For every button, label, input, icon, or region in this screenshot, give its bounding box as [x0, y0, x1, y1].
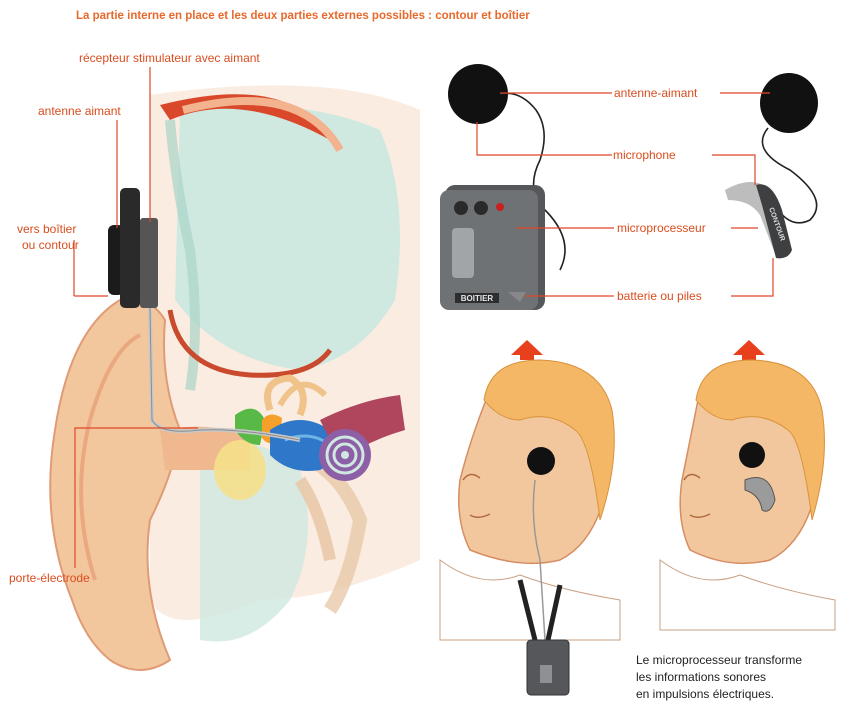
up-arrow-left: [511, 340, 543, 355]
label-ou-contour: ou contour: [22, 238, 79, 253]
boitier-device: BOITIER: [440, 185, 545, 310]
label-antenne-aimant: antenne aimant: [38, 104, 121, 119]
label-antenne-aimant-right: antenne-aimant: [614, 86, 697, 101]
receiver-stimulator: [140, 218, 158, 308]
head-cross-section: [50, 85, 420, 670]
caption-line-1: Le microprocesseur transforme: [636, 652, 802, 669]
caption: Le microprocesseur transforme les inform…: [636, 652, 802, 703]
label-microphone: microphone: [613, 148, 676, 163]
outer-ear: [50, 299, 180, 670]
label-recepteur-stimulateur: récepteur stimulateur avec aimant: [79, 51, 260, 66]
label-batterie-ou-piles: batterie ou piles: [617, 289, 702, 304]
boitier-brand-text: BOITIER: [461, 294, 494, 303]
caption-line-2: les informations sonores: [636, 669, 802, 686]
label-vers-boitier: vers boîtier: [17, 222, 76, 237]
up-arrow-right: [733, 340, 765, 355]
label-microprocesseur: microprocesseur: [617, 221, 706, 236]
caption-line-3: en impulsions électriques.: [636, 686, 802, 703]
person-with-boitier: [440, 360, 620, 695]
contour-device: CONTOUR: [725, 182, 792, 258]
person-with-contour: [660, 360, 835, 630]
label-porte-electrode: porte-électrode: [9, 571, 90, 586]
brain-region: [175, 106, 400, 371]
